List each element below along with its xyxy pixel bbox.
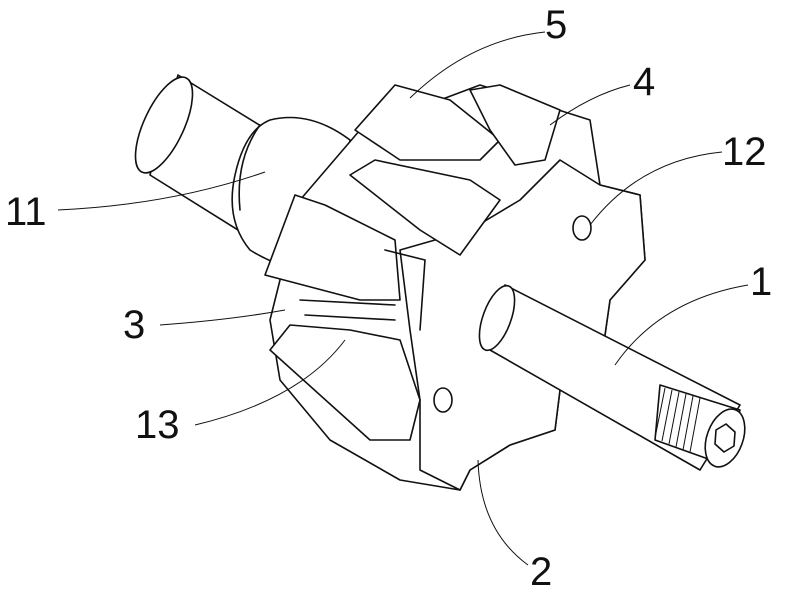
hex-socket-icon [714, 423, 736, 453]
leader-lines [57, 31, 749, 566]
thread-lines [654, 387, 701, 453]
hole-upper [572, 215, 592, 241]
blade-lower [269, 324, 421, 441]
label-2: 2 [530, 550, 553, 594]
right-shaft [478, 284, 746, 471]
label-13: 13 [135, 403, 180, 447]
cutter-blades [264, 84, 561, 441]
label-12: 12 [722, 130, 767, 174]
label-11: 11 [5, 190, 47, 234]
label-3: 3 [123, 303, 146, 347]
label-5: 5 [545, 3, 568, 47]
blade-left [264, 194, 401, 301]
label-1: 1 [750, 260, 773, 304]
blade-upper-mid [349, 159, 501, 256]
blade-4 [469, 84, 561, 166]
hole-lower [433, 387, 453, 413]
label-4: 4 [633, 60, 656, 104]
